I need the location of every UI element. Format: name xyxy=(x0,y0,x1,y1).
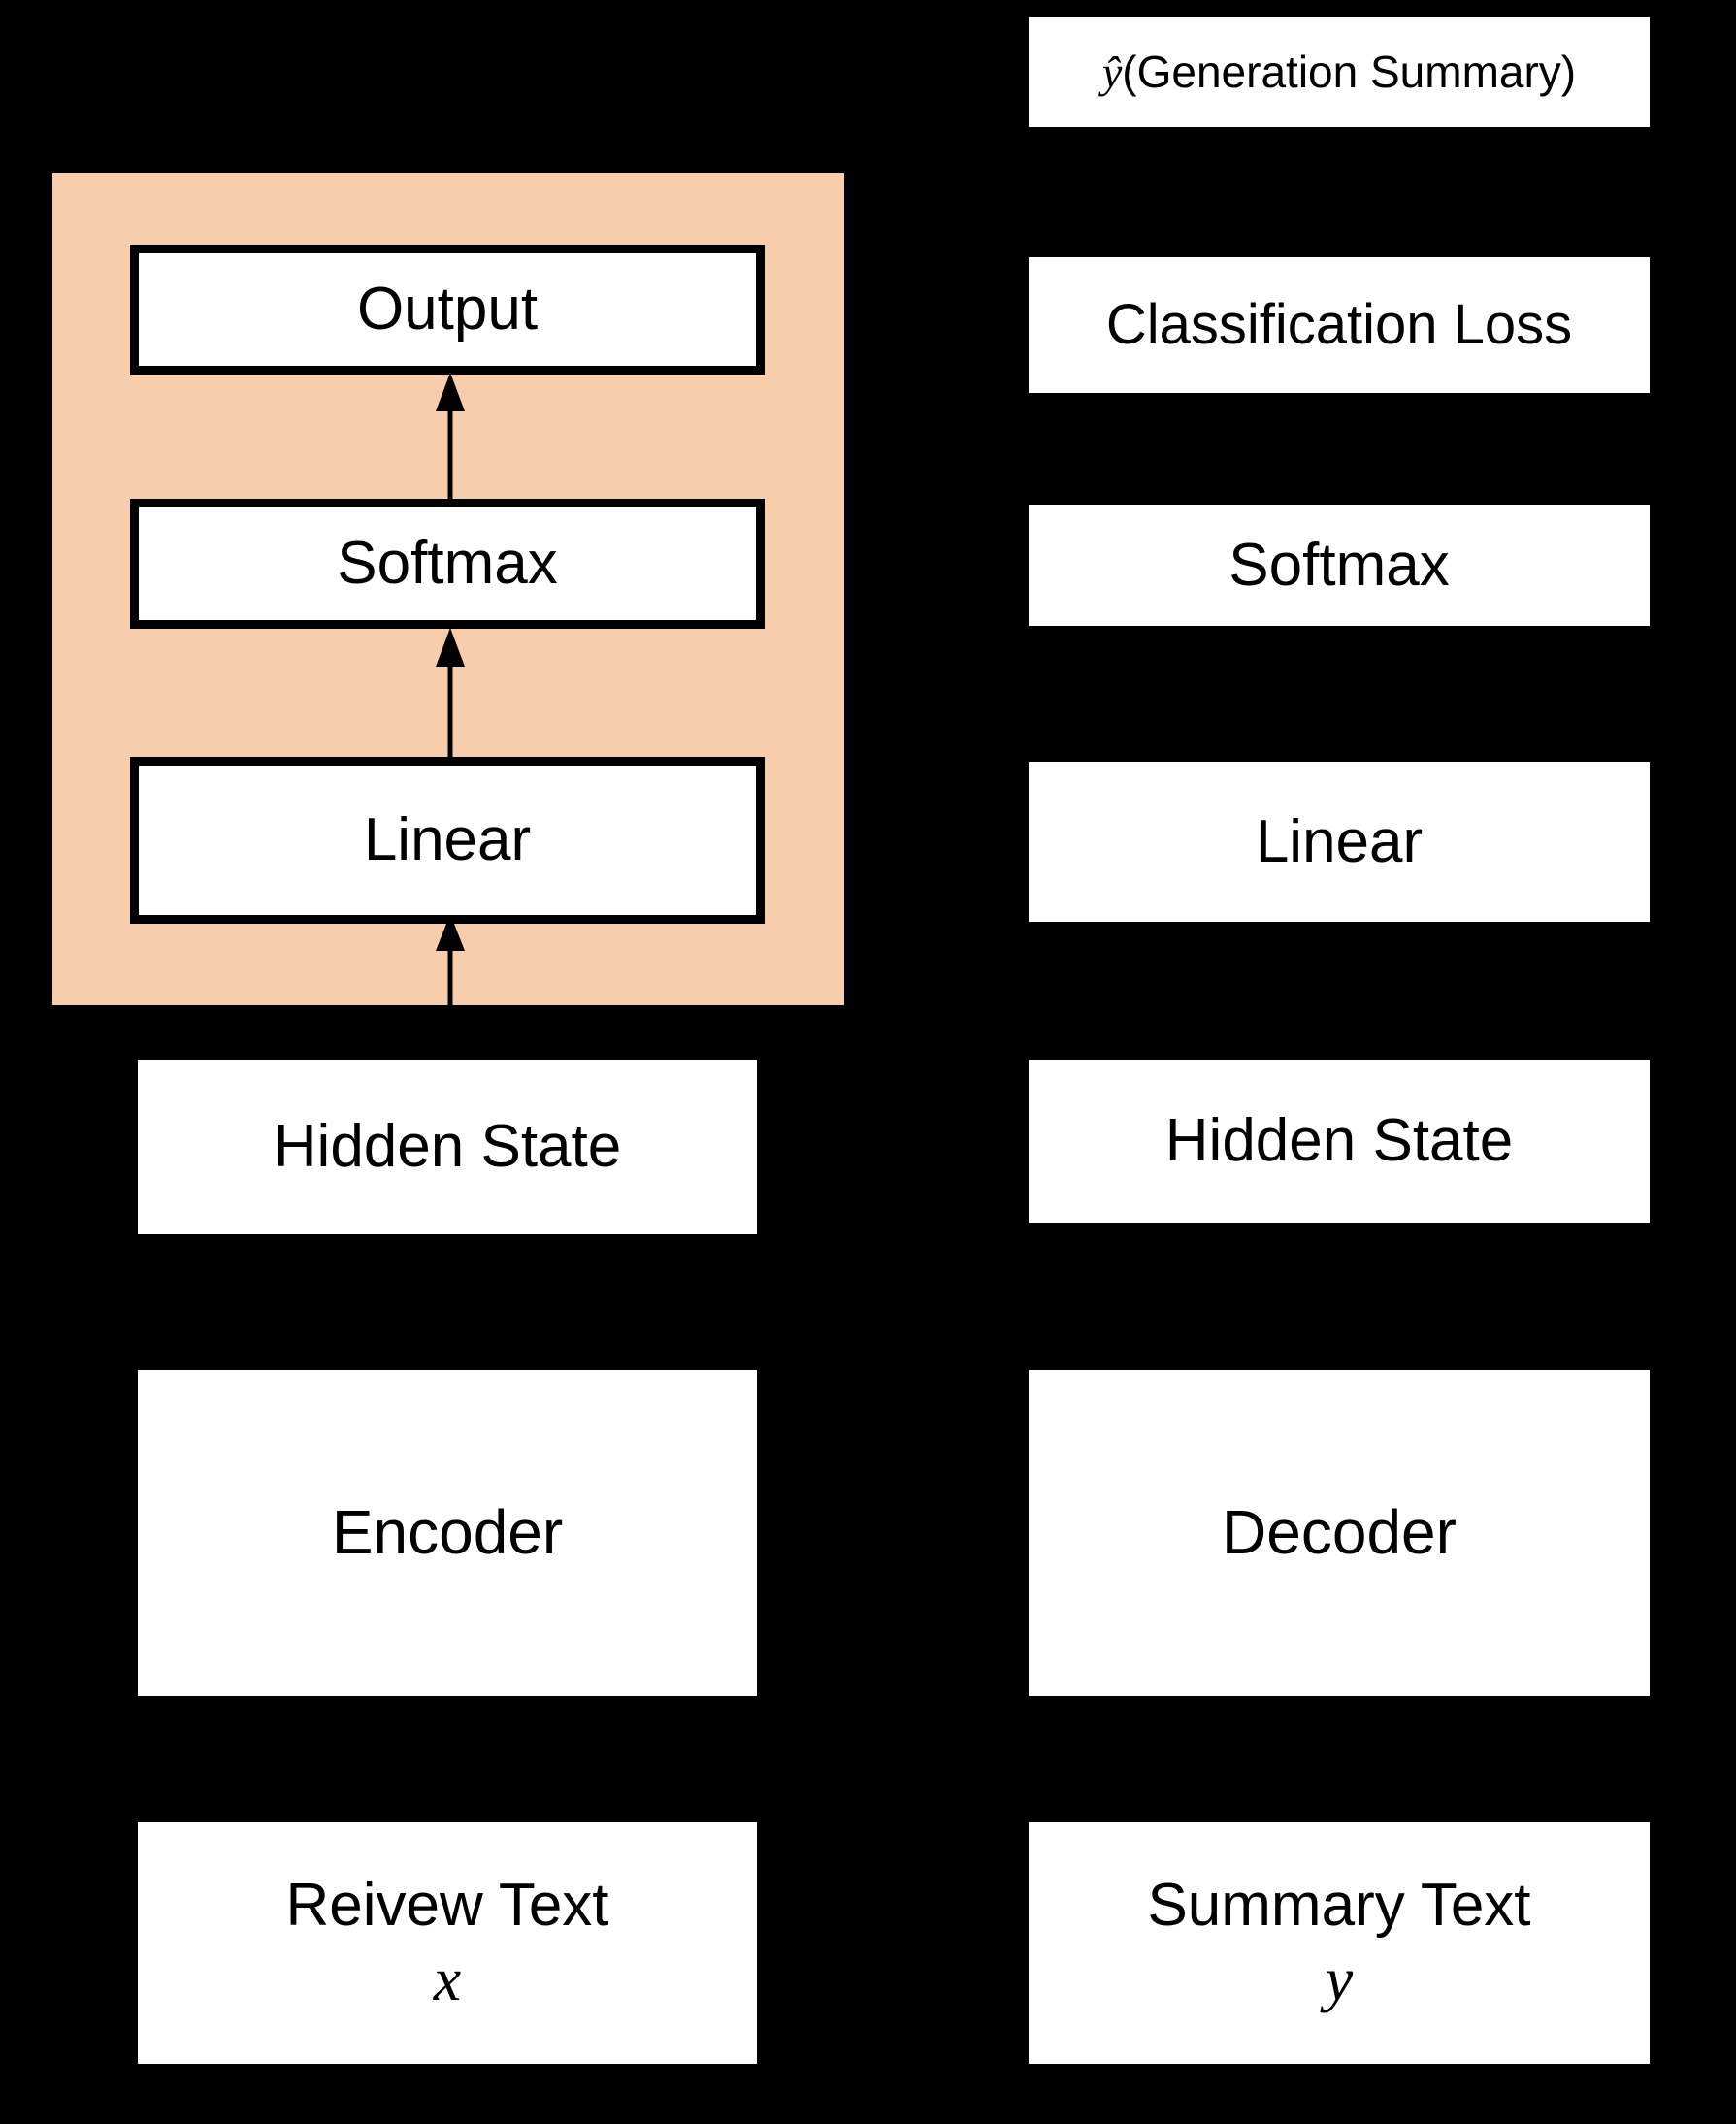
box-right-softmax[interactable]: Softmax xyxy=(1029,505,1650,626)
box-generation-summary[interactable]: ŷ(Generation Summary) xyxy=(1029,17,1650,127)
box-left-hidden-state-label: Hidden State xyxy=(273,1113,622,1181)
box-decoder[interactable]: Decoder xyxy=(1029,1370,1650,1696)
box-encoder-label: Encoder xyxy=(331,1497,564,1568)
box-left-linear[interactable]: Linear xyxy=(130,757,765,924)
y-hat-symbol: ŷ xyxy=(1101,47,1123,97)
box-right-softmax-label: Softmax xyxy=(1228,531,1450,599)
box-right-linear-label: Linear xyxy=(1255,807,1424,875)
box-left-softmax-label: Softmax xyxy=(337,530,558,598)
box-classification-loss-label: Classification Loss xyxy=(1105,292,1573,356)
box-left-linear-label: Linear xyxy=(363,806,532,874)
box-right-linear[interactable]: Linear xyxy=(1029,762,1650,922)
box-summary-text[interactable]: Summary Text y xyxy=(1029,1822,1650,2064)
box-output[interactable]: Output xyxy=(130,245,765,375)
box-left-softmax[interactable]: Softmax xyxy=(130,499,765,629)
generation-summary-text: (Generation Summary) xyxy=(1122,46,1577,97)
box-right-hidden-state[interactable]: Hidden State xyxy=(1029,1060,1650,1223)
box-summary-text-label: Summary Text xyxy=(1147,1871,1531,1939)
box-review-text[interactable]: Reivew Text x xyxy=(138,1822,757,2064)
box-classification-loss[interactable]: Classification Loss xyxy=(1029,257,1650,393)
arrow-softmax-to-output xyxy=(427,371,474,508)
box-encoder[interactable]: Encoder xyxy=(138,1370,757,1696)
box-summary-text-symbol: y xyxy=(1325,1944,1354,2014)
box-left-hidden-state[interactable]: Hidden State xyxy=(138,1060,757,1234)
box-right-hidden-state-label: Hidden State xyxy=(1164,1107,1514,1175)
box-generation-summary-label: ŷ(Generation Summary) xyxy=(1101,46,1577,98)
box-review-text-symbol: x xyxy=(433,1944,462,2014)
box-decoder-label: Decoder xyxy=(1222,1497,1457,1568)
arrow-hidden-state-to-linear xyxy=(427,912,474,1009)
box-review-text-label: Reivew Text xyxy=(285,1871,609,1939)
arrow-linear-to-softmax xyxy=(427,626,474,764)
box-output-label: Output xyxy=(356,276,539,343)
